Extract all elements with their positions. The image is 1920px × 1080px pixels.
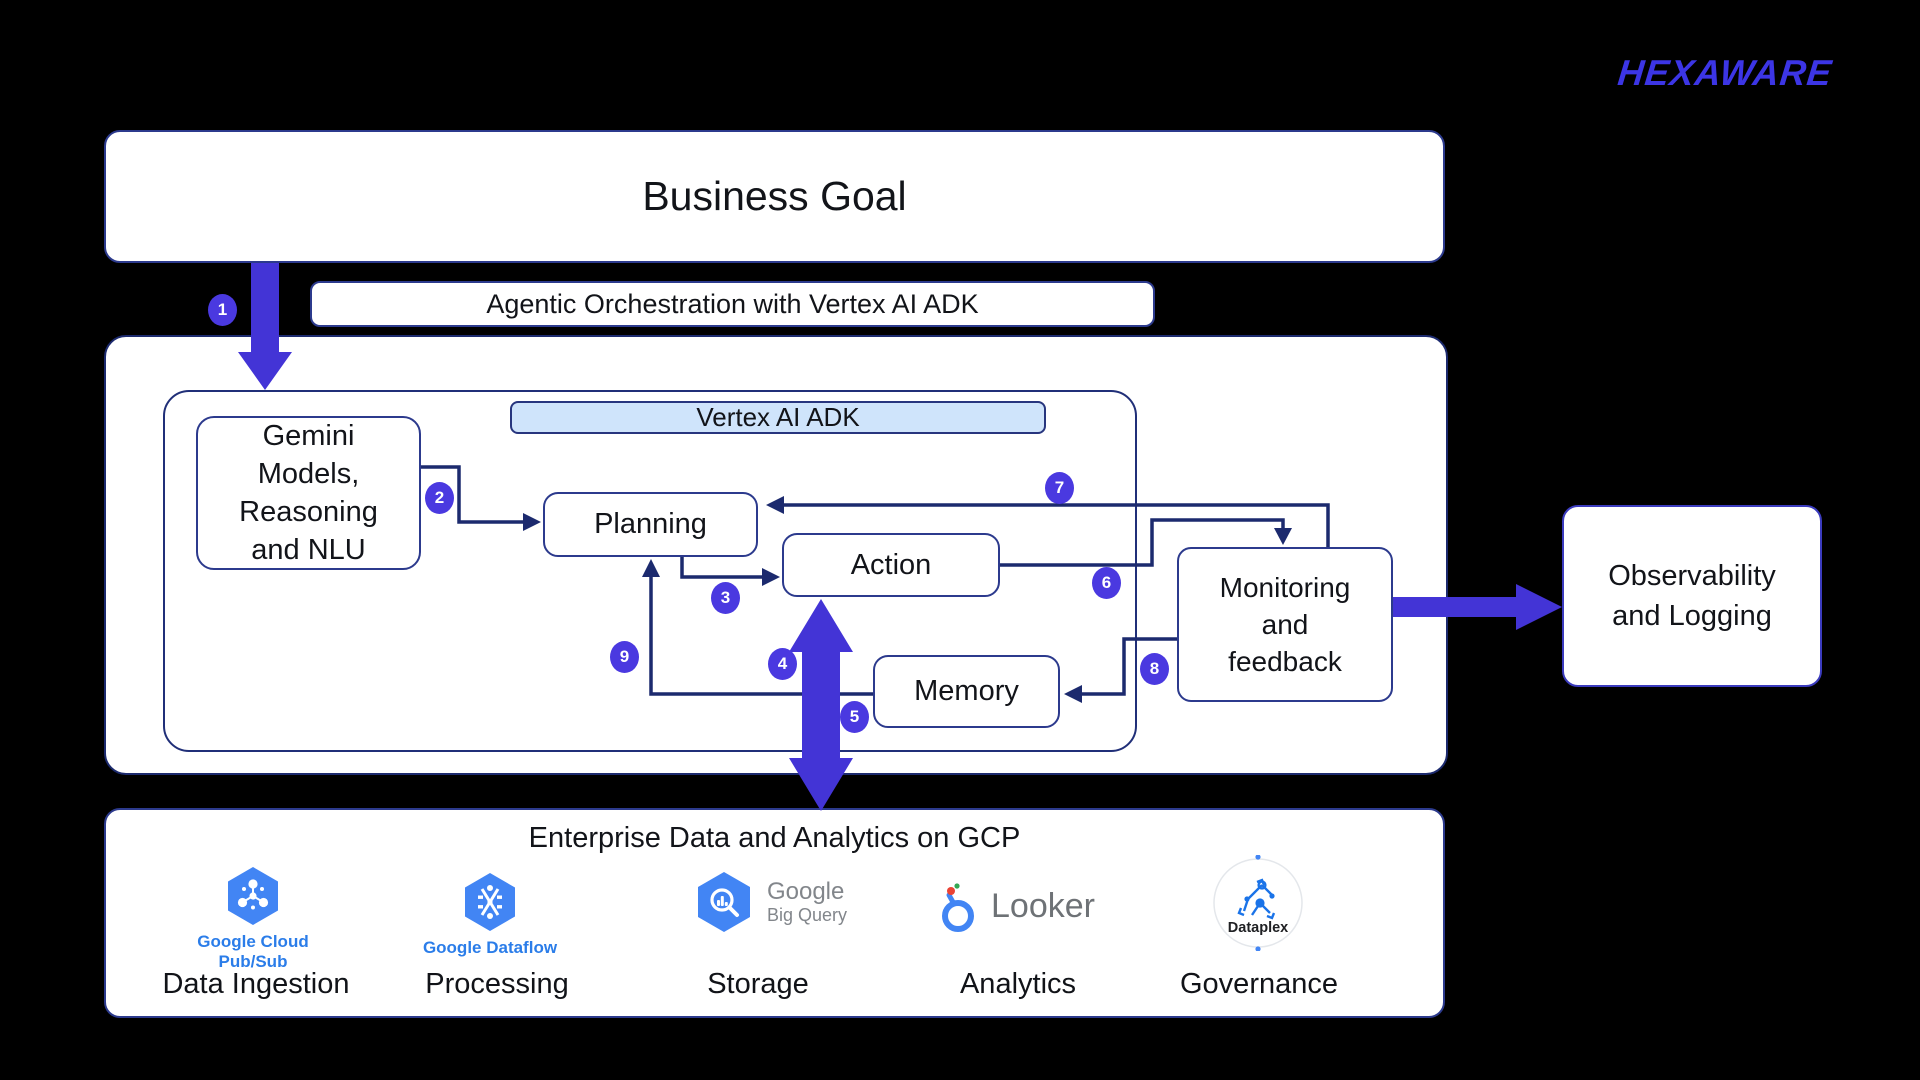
gemini-line: Gemini xyxy=(262,420,355,452)
gemini-line: Models, xyxy=(257,458,360,490)
arrow-monitoring-to-memory xyxy=(1080,637,1177,696)
memory-box: Memory xyxy=(873,655,1060,728)
arrowhead-into-action-left xyxy=(762,568,780,586)
step-badge-8: 8 xyxy=(1140,653,1169,685)
category-label-processing: Processing xyxy=(425,968,569,1000)
dataflow-hexagon-icon xyxy=(465,873,515,931)
step-badge-9: 9 xyxy=(610,641,639,673)
bigquery-logo-line: Big Query xyxy=(766,905,848,925)
dataplex-logo-text: Dataplex xyxy=(1228,920,1288,936)
business-goal-box: Business Goal xyxy=(104,130,1445,263)
pubsub-logo-line: Pub/Sub xyxy=(218,952,288,971)
observability-line: Observability xyxy=(1608,560,1776,592)
pubsub-logo-line: Google Cloud xyxy=(197,932,309,951)
arrow-memory-to-planning xyxy=(649,575,873,696)
orchestration-banner: Agentic Orchestration with Vertex AI ADK xyxy=(310,281,1155,327)
arrow-action-to-monitoring xyxy=(1000,518,1285,567)
step-badge-4: 4 xyxy=(768,648,797,680)
looker-logo-text: Looker xyxy=(991,886,1095,925)
arrow-planning-to-action xyxy=(680,557,764,579)
dataplex-circle-icon: Dataplex xyxy=(1213,855,1303,951)
gemini-models-box: Gemini Models, Reasoning and NLU xyxy=(196,416,421,570)
arrowhead-into-planning-left xyxy=(523,513,541,531)
action-label: Action xyxy=(850,548,932,581)
arrow-monitoring-to-planning xyxy=(784,503,1330,547)
observability-line: and Logging xyxy=(1612,600,1772,632)
bigquery-hexagon-icon xyxy=(697,872,750,932)
arrowhead-into-memory-right xyxy=(1064,685,1082,703)
observability-logging-box: Observability and Logging xyxy=(1562,505,1822,687)
arrow-gemini-to-planning xyxy=(421,465,525,524)
category-label-governance: Governance xyxy=(1180,968,1338,1000)
gcp-item-looker: Looker xyxy=(905,878,1125,934)
step-badge-6: 6 xyxy=(1092,567,1121,599)
step-badge-1: 1 xyxy=(208,294,237,326)
planning-label: Planning xyxy=(594,508,707,540)
vertex-adk-header-label: Vertex AI ADK xyxy=(696,402,860,432)
monitoring-line: feedback xyxy=(1228,646,1342,677)
vertex-adk-header: Vertex AI ADK xyxy=(510,401,1046,434)
dataflow-logo-line: Google Dataflow xyxy=(422,938,558,957)
bigquery-logo-line: Google xyxy=(766,878,845,905)
monitoring-line: and xyxy=(1261,609,1309,640)
business-goal-label: Business Goal xyxy=(642,173,907,219)
arrowhead-into-planning-bottom xyxy=(642,559,660,577)
looker-icon xyxy=(942,883,975,932)
monitoring-line: Monitoring xyxy=(1219,572,1351,603)
category-label-data-ingestion: Data Ingestion xyxy=(162,968,350,1000)
thick-arrow-monitoring-to-observability xyxy=(1393,584,1562,630)
gcp-item-dataplex: Dataplex xyxy=(1212,855,1304,951)
category-label-analytics: Analytics xyxy=(959,968,1077,1000)
arrowhead-into-monitoring-top xyxy=(1274,528,1292,545)
arrowhead-into-planning-right xyxy=(766,496,784,514)
step-badge-3: 3 xyxy=(711,582,740,614)
thick-arrow-business-to-adk xyxy=(238,263,292,390)
category-label-storage: Storage xyxy=(707,968,809,1000)
gemini-line: Reasoning xyxy=(239,496,378,528)
step-badge-5: 5 xyxy=(840,701,869,733)
enterprise-title: Enterprise Data and Analytics on GCP xyxy=(528,822,1021,854)
orchestration-banner-label: Agentic Orchestration with Vertex AI ADK xyxy=(486,288,979,319)
action-box: Action xyxy=(782,533,1000,597)
memory-label: Memory xyxy=(914,675,1019,707)
pubsub-hexagon-icon xyxy=(228,867,278,925)
planning-box: Planning xyxy=(543,492,758,557)
gcp-item-pubsub: Google Cloud Pub/Sub xyxy=(173,866,333,972)
step-badge-2: 2 xyxy=(425,482,454,514)
thick-arrow-action-data-bidirectional xyxy=(789,599,853,811)
gemini-line: and NLU xyxy=(251,534,366,566)
step-badge-7: 7 xyxy=(1045,472,1074,504)
gcp-item-dataflow: Google Dataflow xyxy=(410,872,570,958)
monitoring-feedback-box: Monitoring and feedback xyxy=(1177,547,1393,702)
gcp-item-bigquery: Google Big Query xyxy=(640,870,900,934)
